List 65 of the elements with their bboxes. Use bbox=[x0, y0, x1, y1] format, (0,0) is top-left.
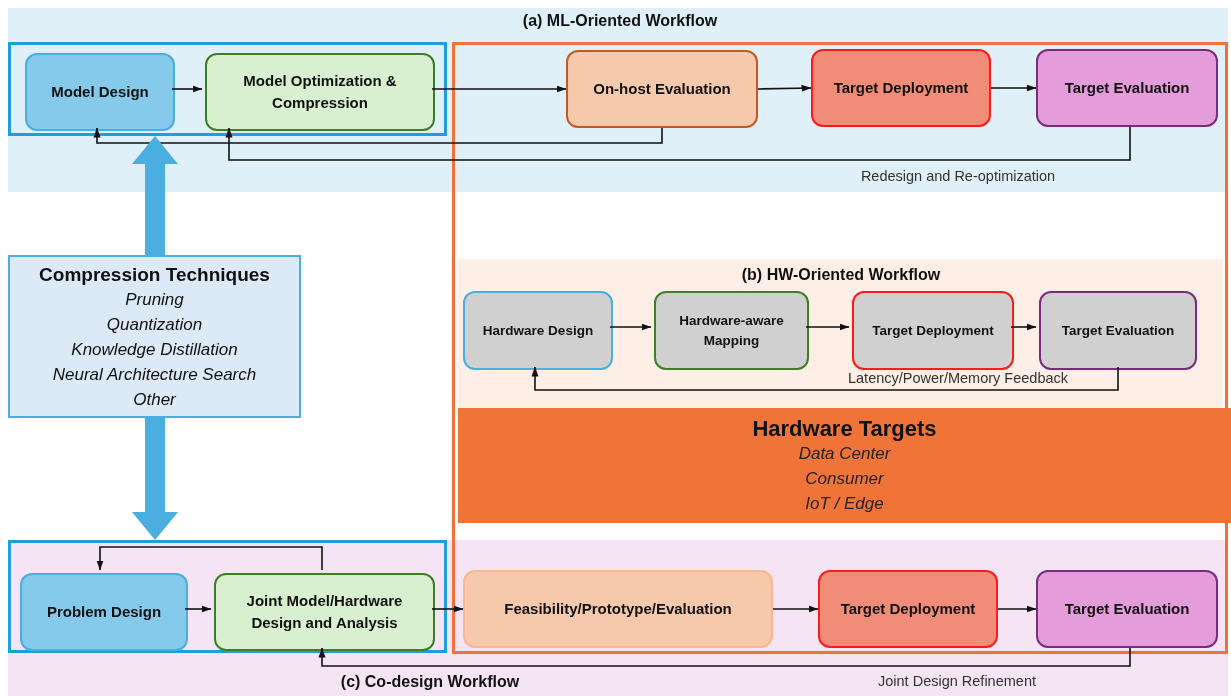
box-label: Model Optimization & Compression bbox=[242, 71, 398, 113]
group-frame bbox=[8, 540, 447, 653]
info-panel bbox=[458, 408, 1231, 523]
arrow bbox=[531, 366, 1119, 391]
list-item: Data Center bbox=[798, 442, 891, 465]
list-item: Knowledge Distillation bbox=[71, 338, 238, 361]
box-label: Model Design bbox=[50, 82, 150, 103]
list-item: Pruning bbox=[125, 288, 184, 311]
box-label: Feasibility/Prototype/Evaluation bbox=[503, 599, 733, 620]
box-label: Target Deployment bbox=[839, 599, 977, 620]
box-label: Target Deployment bbox=[871, 321, 995, 340]
box-label: On-host Evaluation bbox=[592, 79, 732, 100]
block-arrow bbox=[132, 418, 178, 540]
box-label: Target Evaluation bbox=[1063, 599, 1191, 620]
process-box bbox=[1039, 291, 1197, 370]
arrow bbox=[1010, 323, 1037, 331]
box-label: Problem Design bbox=[45, 602, 163, 623]
arrow bbox=[990, 84, 1037, 92]
list-item: Quantization bbox=[106, 313, 203, 336]
arrow bbox=[225, 126, 1131, 161]
process-box bbox=[205, 53, 435, 131]
list-item: Other bbox=[133, 388, 176, 411]
process-box bbox=[811, 49, 991, 127]
process-box bbox=[818, 570, 998, 648]
arrow bbox=[431, 85, 567, 93]
edge-label: Joint Design Refinement bbox=[875, 673, 1039, 689]
arrow bbox=[93, 127, 663, 144]
panel-title: (b) HW-Oriented Workflow bbox=[740, 266, 942, 284]
process-box bbox=[20, 573, 188, 651]
panel-title: (c) Co-design Workflow bbox=[339, 673, 521, 691]
box-label: Target Deployment bbox=[832, 78, 970, 99]
heading: Compression Techniques bbox=[39, 262, 270, 287]
box-label: Hardware Design bbox=[481, 321, 595, 340]
process-box bbox=[463, 291, 613, 370]
arrow bbox=[805, 323, 850, 331]
process-box bbox=[566, 50, 758, 128]
process-box bbox=[654, 291, 809, 370]
process-box bbox=[25, 53, 175, 131]
workflow-panel bbox=[458, 259, 1223, 408]
arrow bbox=[96, 546, 323, 571]
box-label: Joint Model/Hardware Design and Analysis bbox=[245, 591, 404, 633]
info-panel bbox=[8, 255, 301, 418]
list-item: Neural Architecture Search bbox=[52, 363, 257, 386]
box-label: Hardware-aware Mapping bbox=[678, 311, 785, 350]
arrow bbox=[171, 85, 203, 93]
arrow bbox=[184, 605, 212, 613]
arrow bbox=[431, 605, 464, 613]
arrow bbox=[772, 605, 819, 613]
list-item: IoT / Edge bbox=[805, 492, 884, 515]
process-box bbox=[214, 573, 435, 651]
heading: Hardware Targets bbox=[752, 415, 937, 441]
box-label: Target Evaluation bbox=[1063, 78, 1191, 99]
list-item: Consumer bbox=[805, 467, 884, 490]
process-box bbox=[463, 570, 773, 648]
box-label: Target Evaluation bbox=[1060, 321, 1176, 340]
block-arrow bbox=[132, 136, 178, 255]
process-box bbox=[1036, 49, 1218, 127]
panel-title: (a) ML-Oriented Workflow bbox=[521, 12, 719, 30]
process-box bbox=[1036, 570, 1218, 648]
arrow bbox=[757, 84, 812, 92]
arrow bbox=[609, 323, 652, 331]
process-box bbox=[852, 291, 1014, 370]
group-frame bbox=[8, 42, 447, 136]
arrow bbox=[997, 605, 1037, 613]
arrow bbox=[318, 647, 1131, 667]
